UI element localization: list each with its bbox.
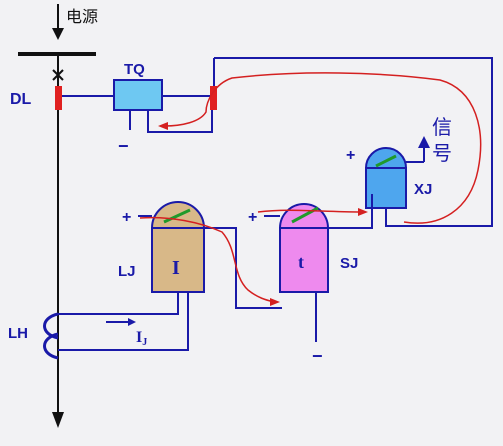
ct-coil-lower	[43, 332, 59, 360]
time-relay-label: SJ	[340, 255, 358, 272]
time-relay-minus: −	[312, 346, 323, 366]
time-relay-plus: +	[248, 209, 257, 226]
breaker-label: DL	[10, 91, 32, 108]
time-relay-body	[279, 227, 329, 293]
power-source-label: 电源	[66, 7, 98, 26]
breaker-x-mark-2	[52, 69, 64, 81]
trace-path-lj-to-sj	[139, 216, 275, 303]
current-relay-symbol: I	[172, 257, 180, 279]
trace-arrow-1-icon	[270, 298, 280, 306]
trip-coil-auxiliary-contact-wire	[147, 110, 213, 133]
signal-relay-contact	[375, 154, 397, 168]
source-arrow-icon	[52, 28, 64, 40]
ct-label: LH	[8, 325, 28, 342]
trace-path-trip-loop	[163, 72, 482, 224]
signal-text-1: 信	[432, 115, 452, 139]
trip-circuit-loop-wire	[214, 57, 493, 227]
signal-relay-label: XJ	[414, 181, 432, 198]
breaker-auxiliary-contact	[210, 86, 217, 110]
signal-relay-plus: +	[346, 147, 355, 164]
signal-arrow-icon	[418, 136, 430, 148]
signal-relay-out-wire	[385, 208, 398, 227]
ct-current-label: IJ	[136, 329, 147, 348]
trace-arrow-2-icon	[358, 208, 368, 216]
trace-path-sj-to-xj	[257, 209, 363, 213]
time-relay-symbol: t	[298, 252, 304, 272]
trip-coil-minus: −	[118, 136, 129, 156]
ct-secondary-wire-top	[58, 292, 179, 315]
trace-arrow-3-icon	[158, 122, 168, 130]
trip-coil-label: TQ	[124, 61, 145, 78]
sj-to-xj-wire	[328, 194, 373, 229]
signal-text-2: 号	[432, 141, 452, 165]
lj-to-sj-wire	[204, 227, 282, 309]
feeder-arrow-icon	[52, 412, 64, 428]
ct-current-arrow-icon	[128, 318, 136, 326]
current-relay-contact	[163, 208, 191, 224]
signal-relay-dome	[364, 147, 408, 169]
trip-coil-box	[113, 79, 163, 111]
ct-secondary-wire-bottom	[58, 292, 189, 351]
breaker-main-contact	[55, 86, 62, 110]
current-relay-label: LJ	[118, 263, 136, 280]
current-relay-plus: +	[122, 209, 131, 226]
